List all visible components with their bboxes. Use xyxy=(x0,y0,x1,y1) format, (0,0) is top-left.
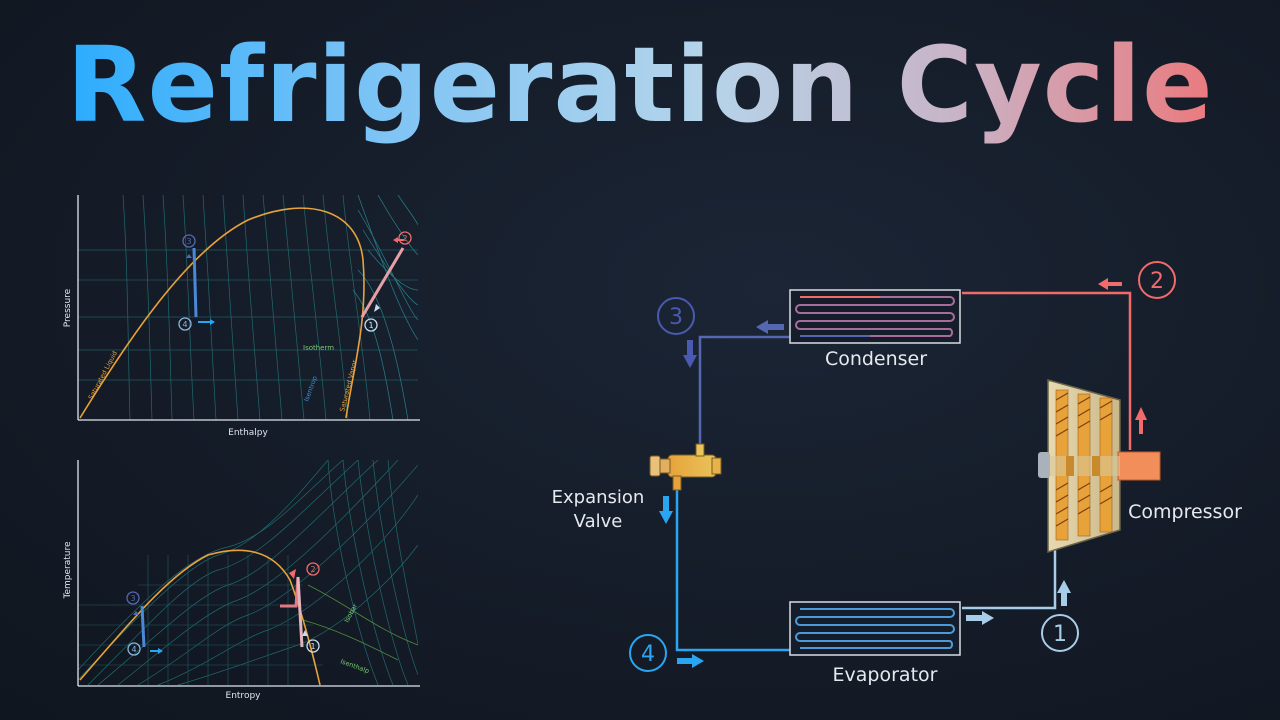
pressure-enthalpy-chart: 3 2 4 1 Enthalpy Pressure Isotherm Isent… xyxy=(63,195,420,438)
state-3-marker: 3 xyxy=(669,305,683,330)
ph-point-2: 2 xyxy=(402,234,407,243)
ph-point-1: 1 xyxy=(368,321,373,330)
condenser xyxy=(789,289,961,344)
ph-axes xyxy=(77,195,420,421)
page-title: Refrigeration Cycle xyxy=(0,20,1280,150)
state-2-marker: 2 xyxy=(1150,269,1164,294)
ph-grid xyxy=(78,195,418,420)
ph-y-label: Pressure xyxy=(63,288,73,327)
expansion-valve-label-2: Valve xyxy=(574,511,623,532)
expansion-valve-label-1: Expansion xyxy=(552,487,645,508)
evaporator-label: Evaporator xyxy=(833,664,938,686)
compressor-label: Compressor xyxy=(1128,501,1242,523)
ts-point-4: 4 xyxy=(131,645,136,654)
ph-point-4: 4 xyxy=(182,320,187,329)
flow-arrows xyxy=(659,278,1147,668)
ph-x-label: Enthalpy xyxy=(228,428,268,438)
ts-y-label: Temperature xyxy=(63,541,73,599)
ts-axes xyxy=(77,460,420,687)
ts-grid xyxy=(78,460,418,686)
state-1-marker: 1 xyxy=(1053,622,1067,647)
evaporator xyxy=(789,601,961,656)
ph-isotherm-label: Isotherm xyxy=(303,344,334,352)
ph-point-3: 3 xyxy=(186,237,191,246)
temperature-entropy-chart: 3 2 4 1 Entropy Temperature Isobar Isent… xyxy=(63,460,420,701)
ts-x-label: Entropy xyxy=(226,691,262,701)
ts-point-2: 2 xyxy=(310,565,315,574)
ts-point-1: 1 xyxy=(310,642,315,651)
state-4-marker: 4 xyxy=(641,642,655,667)
compressor xyxy=(1038,379,1161,554)
condenser-label: Condenser xyxy=(825,348,927,370)
ph-saturation-dome xyxy=(79,207,365,419)
ts-point-3: 3 xyxy=(130,594,135,603)
expansion-valve xyxy=(649,443,722,491)
